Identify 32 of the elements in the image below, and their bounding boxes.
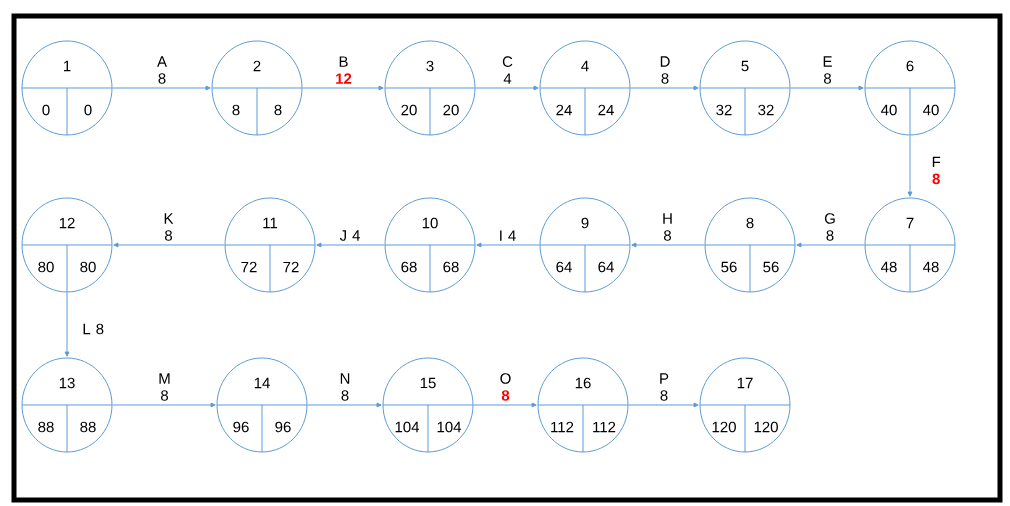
edge-label: H 8 <box>663 213 672 241</box>
arrow <box>907 135 913 197</box>
arrow <box>473 402 537 408</box>
arrow <box>796 242 865 248</box>
arrow <box>631 242 705 248</box>
edge-label: C 4 <box>502 56 513 84</box>
arrow <box>112 85 211 91</box>
arrow <box>112 402 216 408</box>
edge-label: B 12 <box>336 56 352 84</box>
arrow <box>476 242 540 248</box>
arrow <box>628 402 699 408</box>
edge-label: G 8 <box>824 213 835 241</box>
edge-label: K 8 <box>164 213 174 241</box>
arrow <box>113 242 225 248</box>
edge-label: A 8 <box>157 56 167 84</box>
arrow <box>302 85 384 91</box>
edge-label: O 8 <box>500 373 511 401</box>
arrow <box>475 85 539 91</box>
edge-label: F 8 <box>932 156 941 185</box>
edge-label: D 8 <box>660 56 670 84</box>
edge-label: J 4 <box>339 230 360 241</box>
edge-label: P 8 <box>660 373 669 401</box>
edge-label: M 8 <box>159 373 170 401</box>
edge-label: E 8 <box>823 56 832 84</box>
arrow <box>307 402 382 408</box>
arrow <box>630 85 699 91</box>
arrow <box>316 242 385 248</box>
arrow <box>64 292 70 357</box>
edge-label: N 8 <box>340 373 350 401</box>
edge-label: L 8 <box>83 323 104 335</box>
edge-label: I 4 <box>500 230 516 241</box>
arrow <box>790 85 864 91</box>
